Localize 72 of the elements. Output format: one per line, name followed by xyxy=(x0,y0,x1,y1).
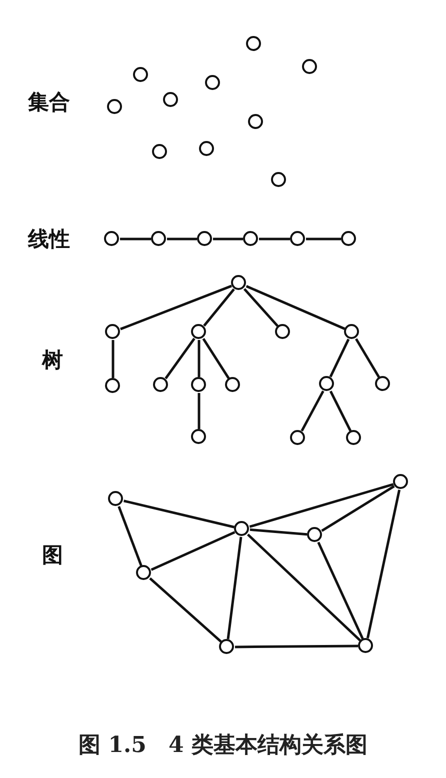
circle-node xyxy=(319,376,334,391)
circle-node xyxy=(108,491,123,506)
circle-node xyxy=(225,377,240,392)
connector-line xyxy=(120,238,151,240)
circle-node xyxy=(219,639,234,654)
circle-node xyxy=(346,430,361,445)
circle-node xyxy=(302,59,317,74)
figure-caption: 图 1.5 4 类基本结构关系图 xyxy=(78,731,368,760)
circle-node xyxy=(133,67,148,82)
circle-node xyxy=(290,231,305,246)
structure-label: 集合 xyxy=(28,89,70,116)
circle-node xyxy=(191,324,206,339)
circle-node xyxy=(107,99,122,114)
circle-node xyxy=(191,429,206,444)
connector-line xyxy=(246,534,362,642)
circle-node xyxy=(205,75,220,90)
connector-line xyxy=(246,285,346,330)
connector-line xyxy=(150,531,236,571)
connector-line xyxy=(321,485,395,532)
circle-node xyxy=(105,378,120,393)
connector-line xyxy=(250,528,308,536)
connector-line xyxy=(235,644,358,648)
connector-line xyxy=(243,288,279,327)
circle-node xyxy=(136,565,151,580)
circle-node xyxy=(393,474,408,489)
circle-node xyxy=(163,92,178,107)
circle-node xyxy=(375,376,390,391)
connector-line xyxy=(164,338,196,380)
connector-line xyxy=(306,238,341,240)
circle-node xyxy=(290,430,305,445)
connector-line xyxy=(213,238,243,240)
connector-line xyxy=(120,284,232,330)
circle-node xyxy=(358,638,373,653)
connector-line xyxy=(167,238,197,240)
circle-node xyxy=(199,141,214,156)
circle-node xyxy=(197,231,212,246)
connector-line xyxy=(198,340,200,377)
circle-node xyxy=(271,172,286,187)
circle-node xyxy=(234,521,249,536)
structure-label: 图 xyxy=(42,542,63,569)
structure-label: 树 xyxy=(42,347,63,374)
circle-node xyxy=(248,114,263,129)
connector-line xyxy=(112,340,114,378)
connector-line xyxy=(366,490,401,638)
circle-node xyxy=(275,324,290,339)
connector-line xyxy=(149,577,222,643)
connector-line xyxy=(355,338,380,378)
circle-node xyxy=(105,324,120,339)
circle-node xyxy=(231,275,246,290)
connector-line xyxy=(226,536,242,640)
connector-line xyxy=(329,338,350,378)
circle-node xyxy=(246,36,261,51)
circle-node xyxy=(153,377,168,392)
connector-line xyxy=(329,390,352,432)
circle-node xyxy=(243,231,258,246)
connector-line xyxy=(202,338,230,379)
circle-node xyxy=(341,231,356,246)
connector-line xyxy=(198,393,200,429)
connector-line xyxy=(249,483,394,528)
circle-node xyxy=(104,231,119,246)
connector-line xyxy=(300,390,324,432)
structure-label: 线性 xyxy=(28,226,70,253)
connector-line xyxy=(259,238,290,240)
circle-node xyxy=(307,527,322,542)
connector-line xyxy=(124,500,234,528)
circle-node xyxy=(152,144,167,159)
connector-line xyxy=(317,542,364,640)
connector-line xyxy=(203,288,235,327)
connector-line xyxy=(118,506,142,566)
circle-node xyxy=(344,324,359,339)
circle-node xyxy=(191,377,206,392)
circle-node xyxy=(151,231,166,246)
